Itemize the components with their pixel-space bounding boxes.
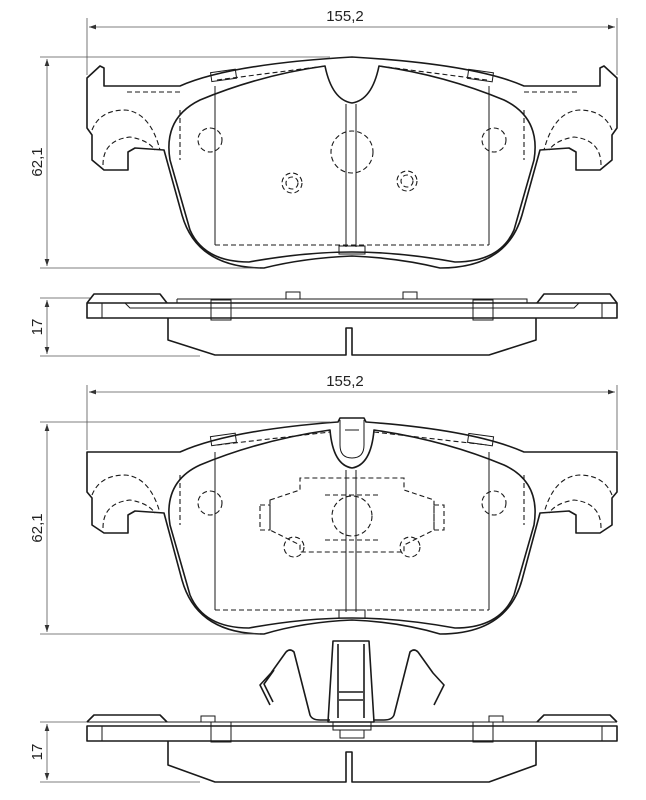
spring-left-arm — [259, 669, 275, 706]
spring-right-leg — [374, 649, 445, 721]
height-dimension-label: 62,1 — [29, 147, 46, 176]
pad-1-hidden-hole-inner — [400, 174, 414, 188]
pad-1-clip-left — [209, 68, 238, 83]
pad-1-hidden-lines — [127, 65, 577, 246]
width-dimension-label: 155,2 — [326, 8, 364, 25]
pad-1-hidden-hole — [481, 127, 507, 153]
pad-1-center-slot — [345, 104, 357, 247]
pad-1-side-view — [86, 291, 618, 356]
pad-1-dimensions: 155,2 62,1 17 — [29, 8, 618, 357]
pad-1-clip-right — [466, 68, 494, 83]
pad-1-hidden-hole — [197, 127, 223, 153]
pad-2-dimensions: 155,2 62,1 17 — [29, 373, 618, 783]
pad-2-top-view — [86, 417, 618, 635]
pad-2-hidden-spring-seat — [259, 477, 445, 553]
pad-2-side-view — [86, 640, 618, 783]
pad-2-wear-sensor-tab — [339, 420, 365, 459]
height-dimension-label: 62,1 — [29, 513, 46, 542]
pad-1-backplate-side — [86, 302, 618, 319]
thickness-dimension-label: 17 — [29, 744, 46, 761]
pad-1-hidden-hole — [281, 172, 303, 194]
pad-1-top-view — [86, 56, 618, 269]
thickness-dimension-label: 17 — [29, 319, 46, 336]
pad-1-backplate-outline — [86, 56, 618, 269]
pad-1-slot-tab — [338, 245, 366, 255]
pad-2-backplate-outline — [86, 417, 618, 635]
pad-1-ear-hidden-arcs — [91, 109, 161, 166]
spring-left-leg — [270, 649, 330, 721]
pad-1-hidden-hole — [396, 170, 418, 192]
pad-1-ear-hidden-arcs — [543, 109, 613, 166]
pad-2-friction-side — [167, 741, 537, 783]
spring-center-clip — [327, 640, 375, 723]
pad-1-friction-outline — [168, 65, 536, 263]
pad-1-chamfer-lines — [214, 86, 490, 245]
pad-1-friction-side — [167, 318, 537, 356]
pad-1-hidden-hole — [330, 130, 374, 174]
pad-2-friction-outline — [168, 429, 536, 629]
pad-1-hidden-hole-inner — [285, 176, 299, 190]
pad-2-backplate-side — [86, 725, 618, 742]
width-dimension-label: 155,2 — [326, 373, 364, 390]
